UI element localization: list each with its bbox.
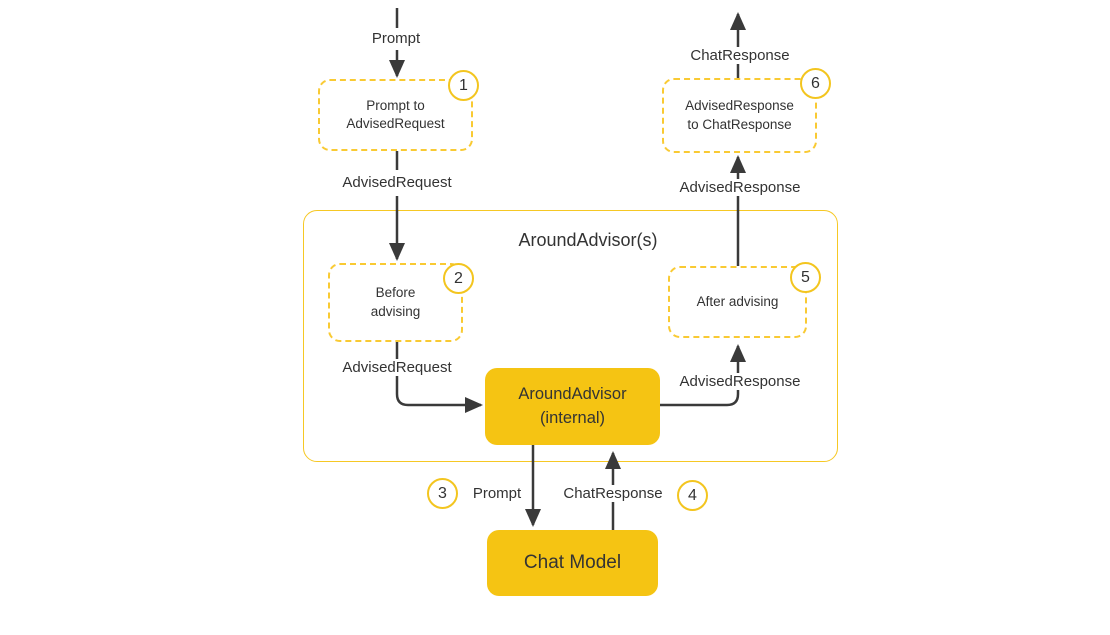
step-badge-5: 5 [790,262,821,293]
around-advisors-title: AroundAdvisor(s) [518,230,658,250]
flow-label-advisedresponse-inner: AdvisedResponse [675,373,805,390]
node-label-line: AdvisedResponse [685,98,794,114]
node-label-line: After advising [696,293,779,309]
flow-label-advisedresponse-top: AdvisedResponse [675,179,805,196]
flow-label-chatresponse-bottom: ChatResponse [559,485,667,502]
node-label-line: AroundAdvisor [518,385,627,404]
step-badge-1: 1 [448,70,479,101]
node-prompt-to-advisedrequest: Prompt to AdvisedRequest [318,79,473,151]
step-badge-3: 3 [427,478,458,509]
flow-label-advisedrequest-inner: AdvisedRequest [338,359,456,376]
step-badge-4: 4 [677,480,708,511]
node-label-line: advising [370,303,421,319]
flow-label-prompt-top: Prompt [367,30,425,47]
node-aroundadvisor-internal: AroundAdvisor (internal) [485,368,660,445]
node-advisedresponse-to-chatresponse: AdvisedResponse to ChatResponse [662,78,817,153]
node-after-advising: After advising [668,266,807,338]
node-label-line: (internal) [539,408,606,427]
node-label-line: AdvisedRequest [346,116,445,131]
node-label-line: Chat Model [523,552,622,573]
node-label-line: Before [375,285,416,301]
node-before-advising: Before advising [328,263,463,342]
flow-label-chatresponse-top: ChatResponse [686,47,794,64]
node-label-line: Prompt to [366,97,425,113]
node-label-line: to ChatResponse [687,116,792,132]
step-badge-6: 6 [800,68,831,99]
step-badge-2: 2 [443,263,474,294]
node-chat-model: Chat Model [487,530,658,596]
flow-label-prompt-bottom: Prompt [468,485,526,502]
flow-label-advisedrequest-top: AdvisedRequest [338,174,456,191]
